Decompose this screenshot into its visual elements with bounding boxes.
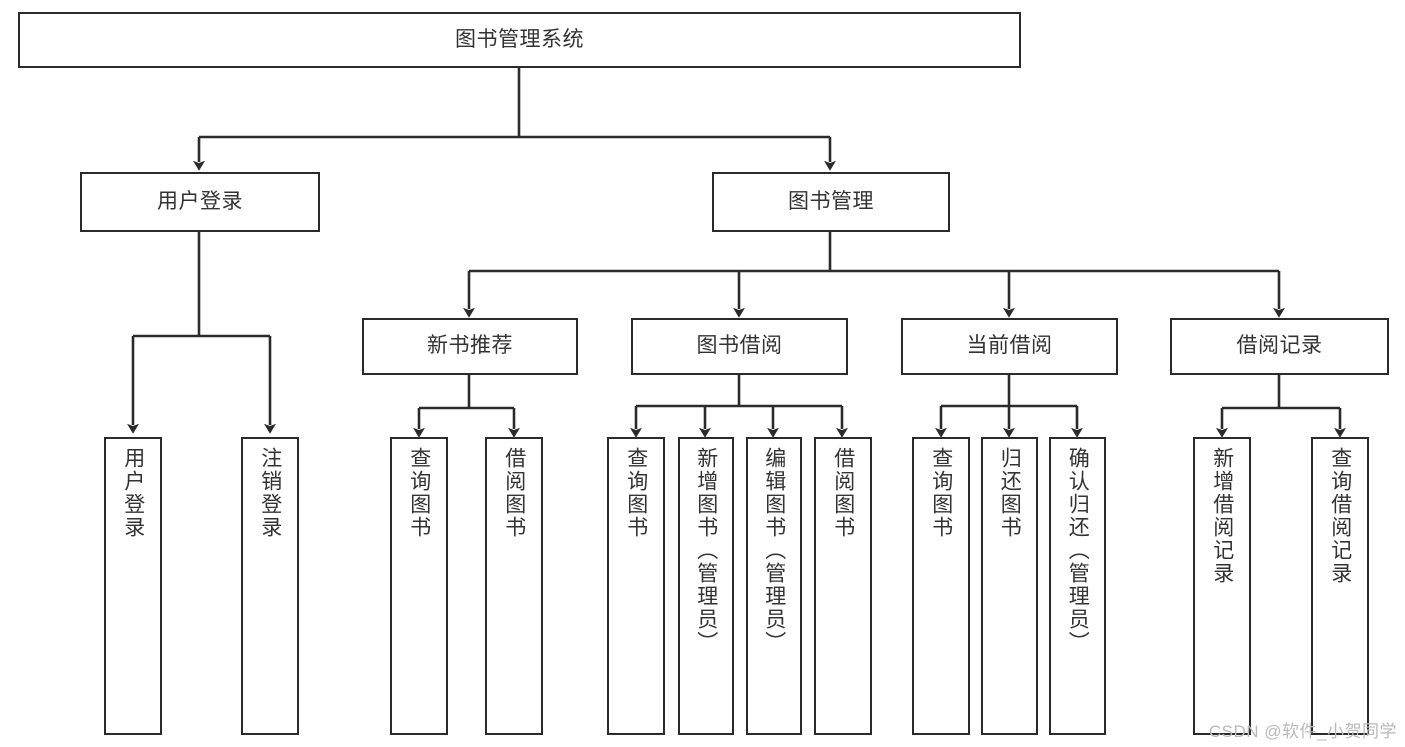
leaf-borrow-add-book-label: 新增图书（管理员） xyxy=(694,447,718,654)
csdn-watermark: CSDN @软件_小贺同学 xyxy=(1208,722,1397,741)
leaf-borrow-add-book[interactable]: 新增图书（管理员） xyxy=(678,437,734,735)
leaf-records-query-record[interactable]: 查询借阅记录 xyxy=(1311,437,1369,735)
leaf-records-add-record[interactable]: 新增借阅记录 xyxy=(1193,437,1251,735)
node-user-login[interactable]: 用户登录 xyxy=(80,172,320,232)
node-new-book-recommend-label: 新书推荐 xyxy=(427,334,513,358)
leaf-user-login-signin[interactable]: 用户登录 xyxy=(104,437,162,735)
leaf-current-return-book[interactable]: 归还图书 xyxy=(981,437,1038,735)
leaf-borrow-edit-book[interactable]: 编辑图书（管理员） xyxy=(746,437,802,735)
node-root-label: 图书管理系统 xyxy=(455,27,584,51)
node-user-login-label: 用户登录 xyxy=(157,189,243,213)
leaf-current-return-book-label: 归还图书 xyxy=(998,447,1022,539)
leaf-borrow-query-book[interactable]: 查询图书 xyxy=(607,437,665,735)
leaf-current-confirm-return[interactable]: 确认归还（管理员） xyxy=(1049,437,1106,735)
leaf-records-add-record-label: 新增借阅记录 xyxy=(1210,447,1234,585)
node-root[interactable]: 图书管理系统 xyxy=(18,12,1021,68)
leaf-borrow-borrow-book[interactable]: 借阅图书 xyxy=(814,437,872,735)
leaf-user-login-signin-label: 用户登录 xyxy=(121,447,145,539)
leaf-new-book-borrow-label: 借阅图书 xyxy=(502,447,526,539)
leaf-current-confirm-return-label: 确认归还（管理员） xyxy=(1066,447,1090,654)
node-new-book-recommend[interactable]: 新书推荐 xyxy=(362,318,578,375)
node-current-borrow-label: 当前借阅 xyxy=(966,334,1053,358)
leaf-new-book-borrow[interactable]: 借阅图书 xyxy=(485,437,543,735)
leaf-records-query-record-label: 查询借阅记录 xyxy=(1328,447,1352,585)
leaf-current-query-book[interactable]: 查询图书 xyxy=(912,437,970,735)
leaf-borrow-borrow-book-label: 借阅图书 xyxy=(831,447,855,539)
node-borrow-records-label: 借阅记录 xyxy=(1236,334,1323,358)
node-book-management-label: 图书管理 xyxy=(788,189,874,213)
leaf-user-login-signout-label: 注销登录 xyxy=(258,447,282,539)
node-borrow-records[interactable]: 借阅记录 xyxy=(1170,318,1389,375)
leaf-user-login-signout[interactable]: 注销登录 xyxy=(241,437,299,735)
leaf-new-book-query-label: 查询图书 xyxy=(407,447,431,539)
node-book-borrow[interactable]: 图书借阅 xyxy=(631,318,848,375)
node-book-management[interactable]: 图书管理 xyxy=(712,172,950,232)
node-current-borrow[interactable]: 当前借阅 xyxy=(901,318,1118,375)
leaf-borrow-edit-book-label: 编辑图书（管理员） xyxy=(762,447,786,654)
leaf-current-query-book-label: 查询图书 xyxy=(929,447,953,539)
node-book-borrow-label: 图书借阅 xyxy=(696,334,783,358)
leaf-new-book-query[interactable]: 查询图书 xyxy=(390,437,448,735)
leaf-borrow-query-book-label: 查询图书 xyxy=(624,447,648,539)
